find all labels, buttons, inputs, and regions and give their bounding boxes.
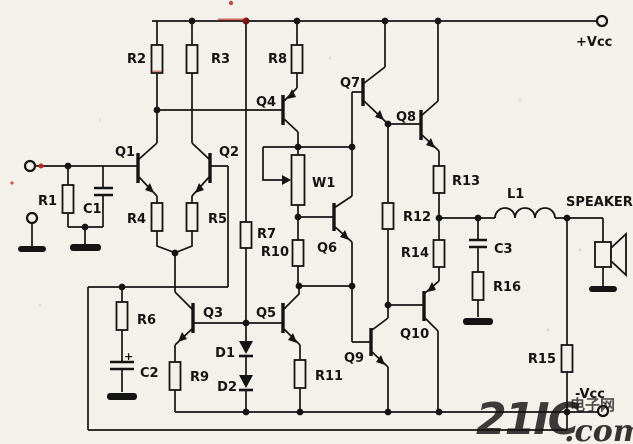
vcc-positive-terminal — [595, 14, 609, 28]
label-d1: D1 — [215, 346, 235, 361]
label-r10: R10 — [261, 245, 289, 260]
transistor-q8 — [419, 100, 440, 152]
potentiometer-w1 — [282, 154, 306, 206]
label-d2: D2 — [217, 380, 237, 395]
ground-icon — [18, 246, 46, 252]
resistor-r8 — [290, 44, 304, 74]
watermark-brand: 21IC — [476, 394, 580, 444]
wires — [31, 20, 604, 431]
label-q1: Q1 — [115, 145, 135, 160]
label-c2: C2 — [140, 366, 159, 381]
speaker-symbol — [594, 231, 627, 286]
input-ground-terminal — [25, 211, 39, 225]
label-q3: Q3 — [203, 306, 223, 321]
label-q10: Q10 — [400, 327, 429, 342]
label-q9: Q9 — [344, 351, 364, 366]
resistor-r5 — [185, 202, 199, 232]
wiper-arrow-icon — [282, 175, 291, 185]
label-c1: C1 — [83, 202, 102, 217]
label-speaker: SPEAKER — [566, 195, 633, 210]
transistor-q2 — [191, 142, 228, 197]
ground-icon — [70, 244, 101, 251]
label-r1: R1 — [38, 194, 57, 209]
label-vcc-positive: +Vcc — [576, 35, 612, 50]
ground-icon — [463, 318, 493, 325]
label-q7: Q7 — [340, 76, 360, 91]
label-r7: R7 — [257, 227, 276, 242]
label-q2: Q2 — [219, 145, 239, 160]
resistor-r7 — [239, 221, 253, 249]
label-r2: R2 — [127, 52, 146, 67]
output-wire — [439, 217, 604, 242]
feedback-loop-wire — [87, 166, 567, 431]
resistor-r4 — [150, 202, 164, 232]
label-r12: R12 — [403, 210, 431, 225]
watermark-site-cn: 电子网 — [570, 396, 615, 414]
resistor-r12 — [381, 202, 395, 230]
label-r5: R5 — [208, 212, 227, 227]
terminals — [23, 14, 610, 418]
capacitor-c3 — [469, 238, 487, 249]
resistor-r16 — [471, 271, 485, 301]
transistor-q7 — [352, 66, 389, 125]
capacitors — [94, 186, 487, 371]
transistor-q6 — [298, 195, 353, 243]
transistor-q1 — [136, 142, 158, 197]
input-terminal — [23, 159, 37, 173]
resistor-r3 — [185, 44, 199, 74]
resistor-r9 — [168, 361, 182, 391]
ground-icon — [589, 286, 617, 292]
resistors — [61, 44, 574, 391]
diode-d2 — [239, 375, 253, 392]
transistor-q9 — [369, 317, 389, 368]
ground-symbols — [18, 244, 617, 400]
diodes — [239, 341, 253, 392]
transistor-q4 — [281, 87, 299, 133]
label-r3: R3 — [211, 52, 230, 67]
label-c3: C3 — [494, 242, 513, 257]
label-c2-plus: + — [124, 350, 133, 363]
label-q5: Q5 — [256, 306, 276, 321]
label-r13: R13 — [452, 174, 480, 189]
capacitor-c1 — [94, 186, 113, 197]
resistor-r6 — [115, 301, 129, 331]
red-scan-marks — [10, 0, 246, 185]
transistor-q10 — [422, 280, 440, 332]
transistor-q5 — [281, 286, 301, 346]
label-r11: R11 — [315, 369, 343, 384]
transistors — [136, 66, 440, 368]
resistor-r2 — [150, 44, 164, 74]
watermark: 21IC 电子网 .com — [476, 394, 633, 444]
component-labels: R1 R2 R3 R4 R5 R6 R7 R8 R9 R10 R11 R12 R… — [38, 35, 633, 402]
resistor-r15 — [560, 344, 574, 373]
label-q8: Q8 — [396, 110, 416, 125]
junction-dots — [64, 17, 571, 416]
resistor-r14 — [432, 239, 446, 268]
paper-noise — [38, 56, 582, 332]
transistor-q3 — [174, 291, 195, 346]
resistor-r11 — [293, 359, 307, 389]
capacitor-c2 — [110, 360, 134, 371]
watermark-domain: .com — [564, 414, 633, 444]
resistor-r13 — [432, 165, 446, 194]
label-r4: R4 — [127, 212, 146, 227]
label-r16: R16 — [493, 280, 521, 295]
ground-icon — [107, 393, 137, 400]
resistor-r10 — [291, 239, 305, 267]
resistor-r1 — [61, 184, 75, 214]
label-r9: R9 — [190, 370, 209, 385]
label-w1: W1 — [312, 176, 335, 191]
label-q6: Q6 — [317, 241, 337, 256]
inductor-l1 — [494, 207, 556, 219]
label-vcc-negative: -Vcc — [575, 387, 605, 402]
label-r15: R15 — [528, 352, 556, 367]
diode-d1 — [239, 341, 253, 358]
label-r14: R14 — [401, 246, 429, 261]
vcc-negative-terminal — [596, 404, 610, 418]
label-l1: L1 — [507, 187, 524, 202]
label-q4: Q4 — [256, 95, 276, 110]
label-r8: R8 — [268, 52, 287, 67]
label-r6: R6 — [137, 313, 156, 328]
